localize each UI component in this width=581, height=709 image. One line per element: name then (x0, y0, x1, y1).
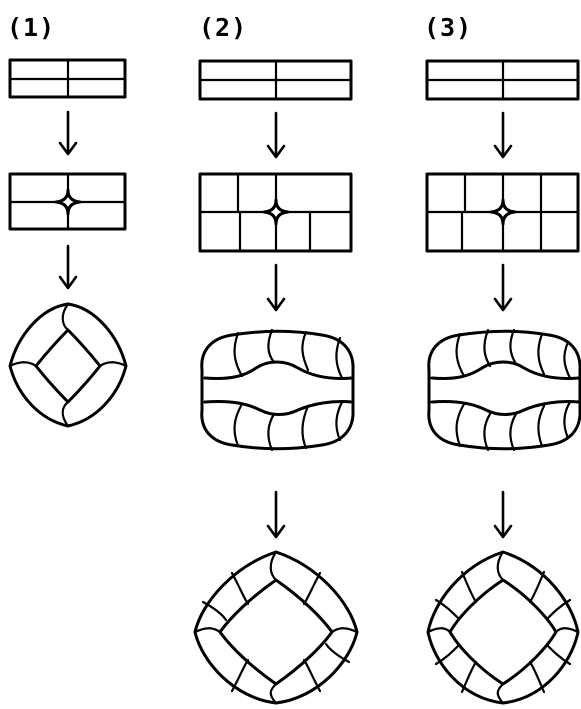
p3-stage-1-cells (425, 59, 580, 101)
p2-stage-3-oval (200, 328, 355, 452)
p3-arrow-1 (493, 111, 513, 159)
p3-stage-3-oval (427, 328, 581, 452)
p2-arrow-2 (266, 263, 286, 312)
p1-stage-3-ring (8, 302, 128, 428)
p2-stage-4-ring (193, 550, 359, 705)
panel-3 (425, 59, 581, 705)
p2-stage-2-cells (198, 172, 353, 253)
p3-arrow-2 (493, 263, 513, 312)
p1-stage-1-cells (8, 58, 127, 99)
panel-1 (8, 58, 128, 428)
panel-2 (193, 59, 359, 705)
p1-arrow-1 (58, 110, 78, 156)
p2-stage-1-cells (198, 59, 353, 101)
p3-stage-2-cells (425, 172, 580, 253)
p1-arrow-2 (58, 244, 78, 290)
p2-arrow-1 (266, 111, 286, 159)
p3-arrow-3 (493, 490, 513, 539)
p1-stage-2-cells (8, 172, 127, 231)
panel-label-2: (2) (199, 13, 248, 42)
panel-label-3: (3) (424, 13, 473, 42)
panel-label-1: (1) (7, 13, 56, 42)
p2-arrow-3 (266, 490, 286, 539)
p3-stage-4-ring (426, 550, 580, 705)
